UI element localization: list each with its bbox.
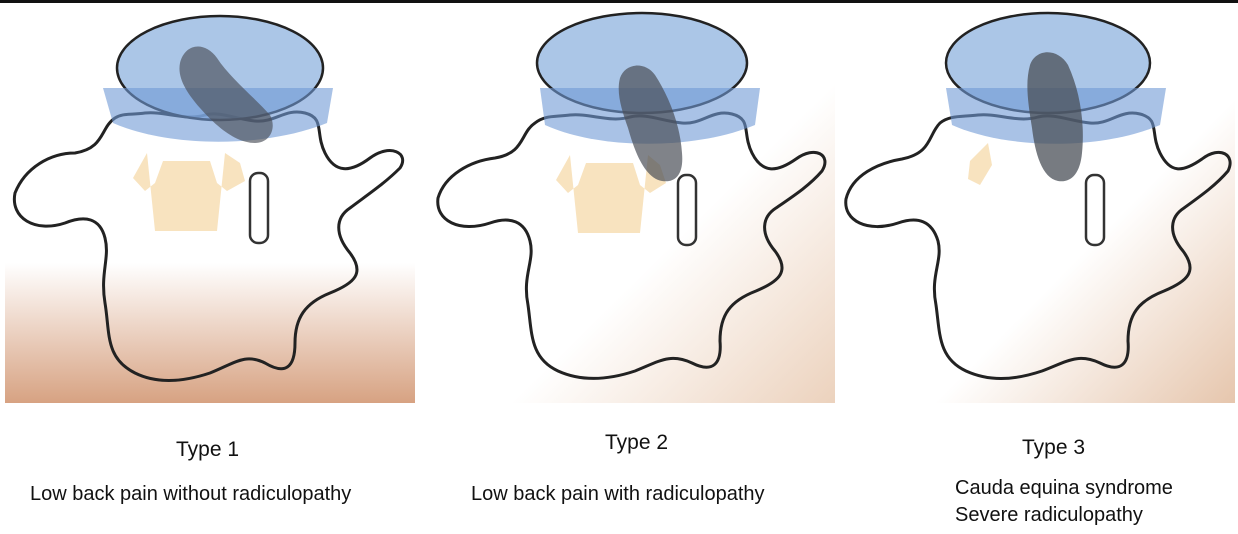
type-3-description-line-1: Cauda equina syndrome — [955, 477, 1173, 500]
panel-type-3-illustration — [840, 3, 1235, 403]
type-2-description: Low back pain with radiculopathy — [471, 483, 765, 506]
vertebra-type-1-svg — [5, 3, 415, 403]
panel-type-1-illustration — [5, 3, 415, 403]
type-2-label: Type 2 — [605, 431, 668, 455]
vertebra-type-2-svg — [430, 3, 835, 403]
type-3-description-line-2: Severe radiculopathy — [955, 504, 1143, 527]
type-1-label: Type 1 — [176, 438, 239, 462]
type-3-label: Type 3 — [1022, 436, 1085, 460]
vertebra-type-3-svg — [840, 3, 1235, 403]
type-1-description: Low back pain without radiculopathy — [30, 483, 351, 506]
panel-type-2-illustration — [430, 3, 835, 403]
